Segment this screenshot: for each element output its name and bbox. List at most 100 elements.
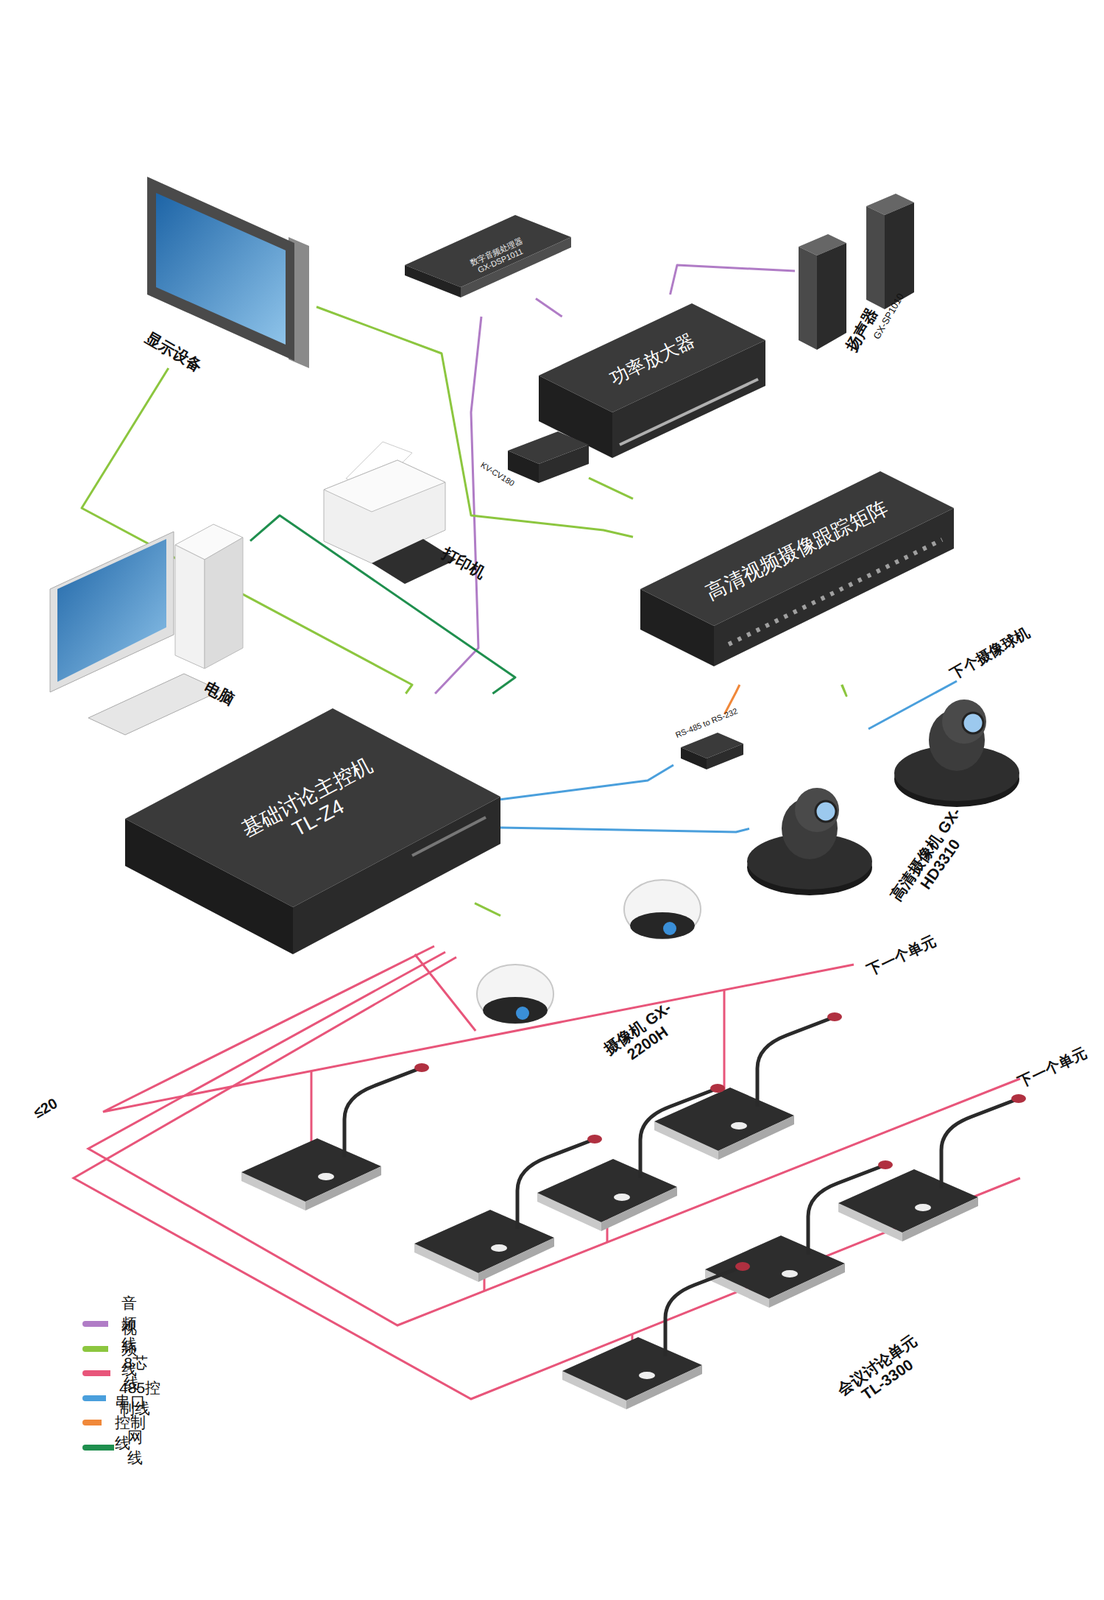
device-label: 打印机 bbox=[439, 544, 489, 583]
device-label: 功率放大器 bbox=[606, 329, 699, 390]
legend-swatch-box bbox=[81, 1391, 106, 1404]
loudspeaker: 扬声器GX-SP1010 bbox=[794, 198, 924, 350]
device-label: 显示设备 bbox=[142, 328, 206, 376]
camera-tracking-matrix: 高清视频摄像跟踪矩阵 bbox=[632, 463, 954, 685]
dsp-top bbox=[404, 214, 572, 288]
next-camera-note: 下个摄像球机 bbox=[947, 623, 1032, 683]
dome-shell bbox=[476, 964, 554, 1024]
signal-cable bbox=[250, 515, 516, 694]
signal-cable bbox=[434, 316, 482, 694]
matrix-front bbox=[640, 588, 714, 667]
controller-slot bbox=[412, 816, 486, 856]
ptz-base bbox=[747, 833, 873, 890]
discussion-unit bbox=[414, 1134, 603, 1282]
legend-row: 网线 bbox=[81, 1435, 152, 1459]
legend-swatch bbox=[85, 1444, 115, 1450]
signal-cable bbox=[500, 827, 750, 832]
printer-paper-in bbox=[345, 441, 413, 490]
ptz-head bbox=[942, 699, 987, 744]
amp-top bbox=[538, 303, 766, 413]
pc-tower-front bbox=[175, 544, 205, 669]
signal-cable bbox=[474, 903, 501, 916]
device-label: 摄像机 GX-2200H bbox=[594, 994, 691, 1077]
ptz-base bbox=[894, 744, 1020, 801]
dome-shell bbox=[624, 879, 701, 939]
legend-swatch-box bbox=[81, 1342, 109, 1355]
converter-top bbox=[507, 431, 589, 464]
legend-swatch bbox=[85, 1419, 102, 1425]
rs485-rs232-adapter: RS-485 to RS-232 bbox=[673, 713, 745, 773]
speaker-front bbox=[798, 246, 817, 350]
discussion-unit bbox=[562, 1261, 750, 1409]
ptz-head bbox=[794, 787, 840, 832]
signal-cable bbox=[81, 368, 413, 694]
speaker-top bbox=[798, 234, 847, 256]
display-device: 显示设备 bbox=[137, 178, 317, 368]
keyboard bbox=[88, 673, 221, 735]
legend-swatch-box bbox=[81, 1441, 115, 1453]
unit-count-note: ≤20 bbox=[30, 1094, 61, 1122]
monitor-frame bbox=[147, 176, 295, 361]
discussion-unit bbox=[537, 1083, 725, 1231]
controller-top bbox=[125, 708, 501, 907]
ptz-body bbox=[781, 797, 838, 859]
device-label: 数字音频处理器 GX-DSP1011 bbox=[465, 234, 531, 278]
unit-bus-wire bbox=[88, 951, 1021, 1325]
device-label: 基础讨论主控机 TL-Z4 bbox=[234, 750, 391, 864]
speaker-top bbox=[866, 193, 915, 215]
signal-cable bbox=[415, 953, 477, 1031]
ptz-base-rim bbox=[747, 839, 873, 895]
pc-tower-side bbox=[204, 537, 243, 669]
legend-swatch bbox=[85, 1394, 106, 1401]
device-label: 高清视频摄像跟踪矩阵 bbox=[702, 496, 892, 605]
signal-cable bbox=[540, 428, 583, 460]
signal-cable bbox=[670, 264, 795, 295]
dome-ring bbox=[482, 996, 548, 1024]
computer: 电脑 bbox=[45, 520, 251, 738]
ptz-lens bbox=[962, 712, 984, 734]
hd-ptz-camera: 高清摄像机 GX-HD3310 bbox=[749, 684, 1021, 904]
printer-lid bbox=[323, 460, 446, 512]
amp-vent bbox=[619, 379, 759, 445]
adapter-top bbox=[680, 732, 744, 759]
pc-tower-top bbox=[175, 524, 243, 560]
signal-cable bbox=[841, 684, 847, 696]
printer: 打印机 bbox=[316, 440, 457, 588]
signal-cable bbox=[500, 764, 674, 800]
amp-front bbox=[538, 375, 613, 458]
unit-bus-wire bbox=[73, 956, 1021, 1399]
power-amplifier: 功率放大器 bbox=[535, 294, 766, 460]
legend-swatch-box bbox=[81, 1416, 102, 1428]
printer-body bbox=[323, 460, 446, 564]
legend-row: 音频线 bbox=[81, 1312, 152, 1335]
signal-cable bbox=[588, 477, 633, 499]
signal-cable bbox=[535, 298, 563, 317]
dsp-front bbox=[404, 264, 461, 298]
adapter-front bbox=[680, 747, 707, 770]
discussion-unit bbox=[705, 1159, 893, 1308]
ptz-body bbox=[928, 708, 985, 771]
discussion-unit-group: 会议讨论单元 TL-3300 bbox=[239, 1030, 1021, 1419]
dome-lens bbox=[663, 921, 677, 935]
monitor-back bbox=[288, 236, 310, 368]
speaker-front bbox=[866, 206, 885, 310]
legend-swatch-box bbox=[81, 1366, 111, 1379]
next-unit-note: 下一个单元 bbox=[864, 931, 939, 979]
signal-cable bbox=[316, 306, 633, 538]
audio-processor: 数字音频处理器 GX-DSP1011 bbox=[402, 213, 572, 317]
signal-converter: KV-CV180 bbox=[500, 428, 589, 486]
ptz-lens bbox=[815, 800, 837, 822]
legend-swatch bbox=[85, 1320, 109, 1327]
device-label: 电脑 bbox=[201, 677, 237, 709]
main-controller: 基础讨论主控机 TL-Z4 bbox=[122, 693, 501, 954]
adapter-side bbox=[706, 743, 744, 770]
pc-monitor-screen bbox=[57, 538, 167, 682]
discussion-unit bbox=[241, 1062, 430, 1210]
dome-lens bbox=[515, 1006, 530, 1020]
legend-swatch-box bbox=[81, 1317, 109, 1330]
legend-text: 网线 bbox=[127, 1426, 152, 1468]
converter-side bbox=[538, 444, 589, 483]
